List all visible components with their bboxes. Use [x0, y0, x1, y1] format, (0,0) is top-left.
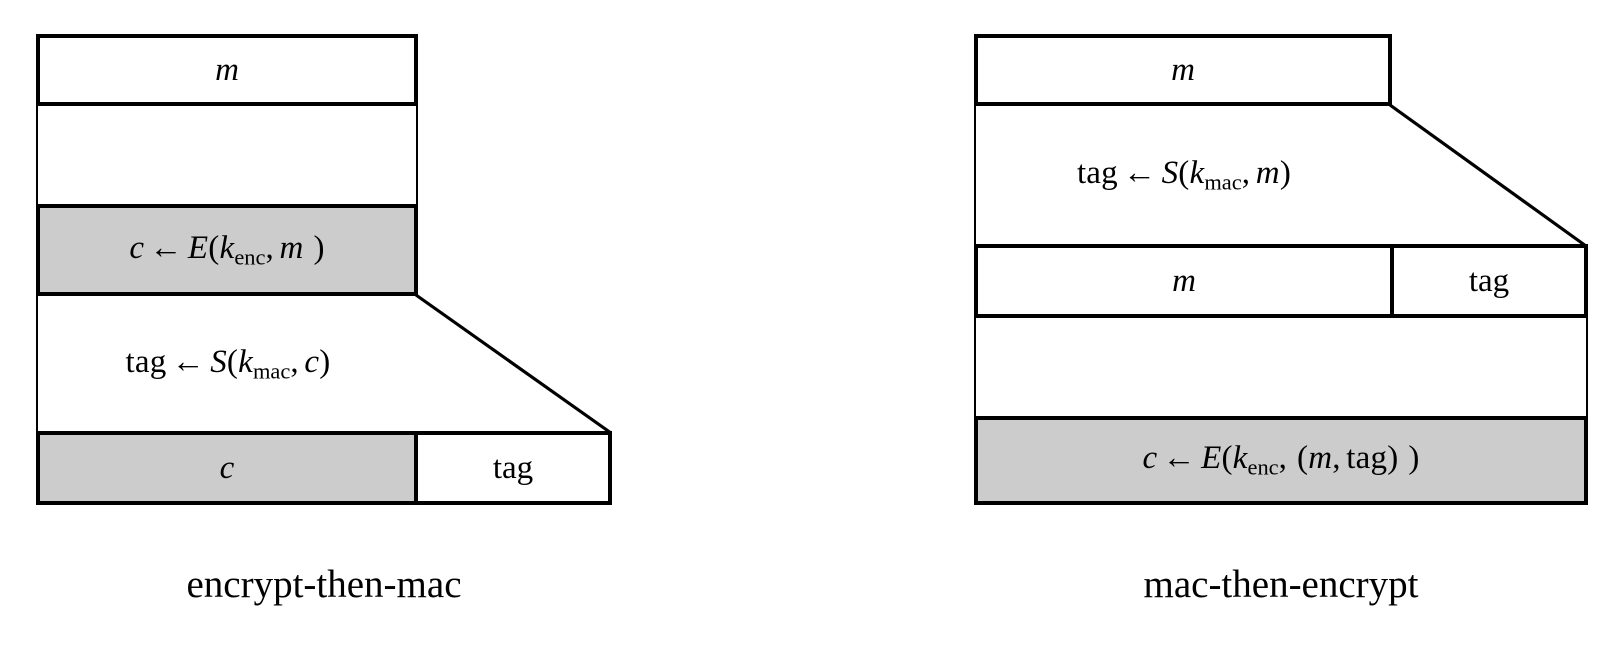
right-rail-lower-right	[1586, 316, 1588, 418]
right-mac-region: tag←S(kmac,m)	[976, 104, 1392, 246]
left-mac-formula: tag←S(kmac,c)	[125, 343, 331, 383]
left-message-label: m	[215, 51, 239, 88]
left-encrypt-formula: c←E(kenc,m)	[129, 229, 325, 269]
left-rail-upper-right	[416, 104, 418, 206]
left-output-tag-label: tag	[492, 449, 534, 486]
right-message-box: m	[974, 34, 1392, 106]
right-message-label: m	[1171, 51, 1195, 88]
left-rail-lower-left	[36, 294, 38, 434]
right-encrypt-box: c←E(kenc,(m,tag))	[974, 416, 1588, 505]
left-rail-upper-left	[36, 104, 38, 206]
left-caption: encrypt-then-mac	[186, 563, 462, 606]
right-middle-tag-label: tag	[1468, 262, 1510, 299]
right-middle-tag-cell: tag	[1390, 244, 1588, 318]
left-message-box: m	[36, 34, 418, 106]
left-output-tag-cell: tag	[414, 431, 612, 505]
right-middle-message-cell: m	[974, 244, 1394, 318]
left-encrypt-box: c←E(kenc,m)	[36, 204, 418, 296]
left-output-ciphertext-label: c	[219, 449, 235, 486]
right-encrypt-formula: c←E(kenc,(m,tag))	[1142, 440, 1420, 480]
right-caption: mac-then-encrypt	[1143, 563, 1419, 606]
right-rail-lower-left	[974, 316, 976, 418]
right-middle-message-label: m	[1172, 262, 1196, 299]
left-mac-region: tag←S(kmac,c)	[38, 294, 418, 434]
right-rail-upper-left	[974, 104, 976, 246]
left-output-ciphertext-cell: c	[36, 431, 418, 505]
right-mac-formula: tag←S(kmac,m)	[1076, 154, 1292, 194]
